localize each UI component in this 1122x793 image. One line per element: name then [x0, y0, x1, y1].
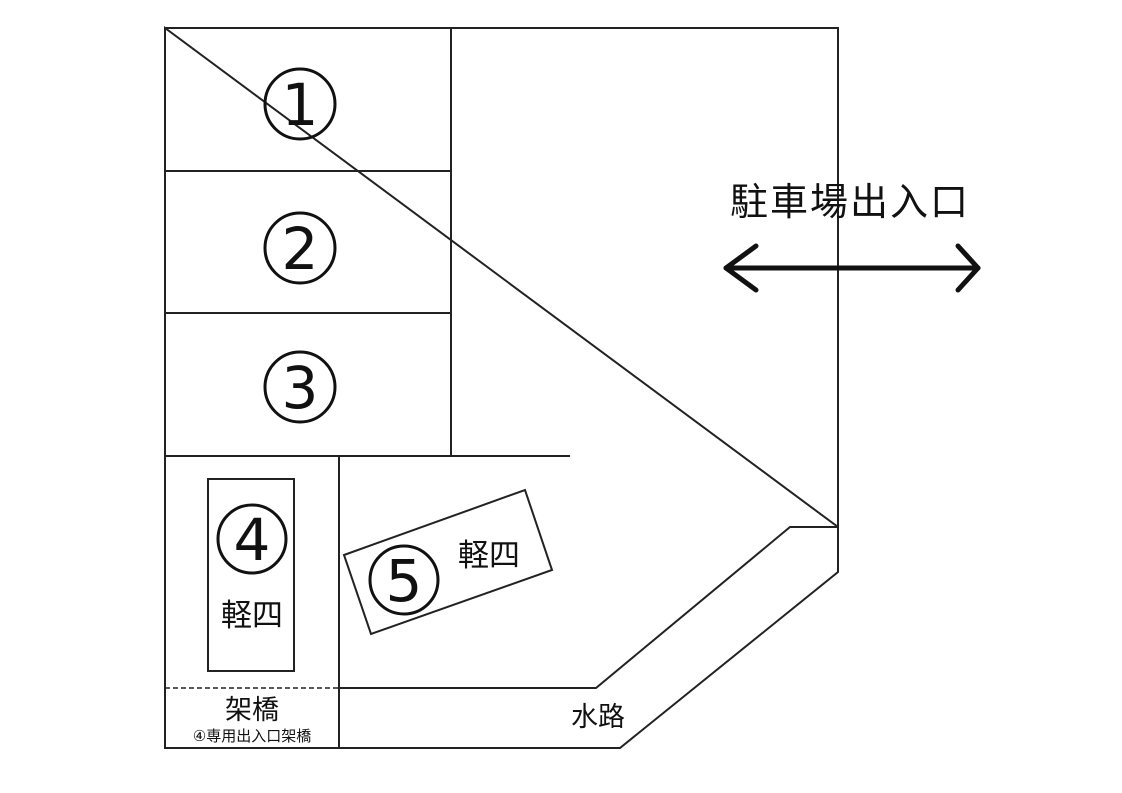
two-way-arrow-icon	[723, 243, 981, 293]
site-boundary	[164, 26, 839, 749]
stall-2-number-circle	[263, 211, 337, 285]
stall-2-number: 2	[282, 215, 319, 283]
stall-5-type-label: 軽四	[458, 538, 520, 574]
stall-2: 2	[263, 211, 337, 285]
waterway-label: 水路	[571, 702, 625, 733]
stall-3-number-circle	[263, 350, 337, 424]
stall-4-number: 4	[234, 506, 271, 574]
stall-4-car-outline	[207, 478, 295, 672]
stall-4-number-circle	[216, 503, 288, 575]
stall-4-type-label: 軽四	[221, 598, 283, 634]
stall-3-number: 3	[282, 354, 319, 422]
bridge-note: ④専用出入口架橋	[193, 727, 311, 745]
stall-5-number: 5	[386, 547, 423, 615]
stall-1: 1	[263, 67, 337, 141]
stall-5-car-outline	[342, 488, 554, 636]
stall-5-number-circle	[368, 544, 440, 616]
entrance-label: 駐車場出入口	[730, 180, 970, 224]
stall-4: 4 軽四	[216, 503, 288, 634]
stall-1-number: 1	[282, 71, 319, 139]
stall-1-number-circle	[263, 67, 337, 141]
waterway-inner-edge	[339, 526, 838, 689]
bridge-label: 架橋	[225, 695, 279, 726]
stall-3: 3	[263, 350, 337, 424]
stall-5: 5 軽四	[368, 538, 520, 616]
